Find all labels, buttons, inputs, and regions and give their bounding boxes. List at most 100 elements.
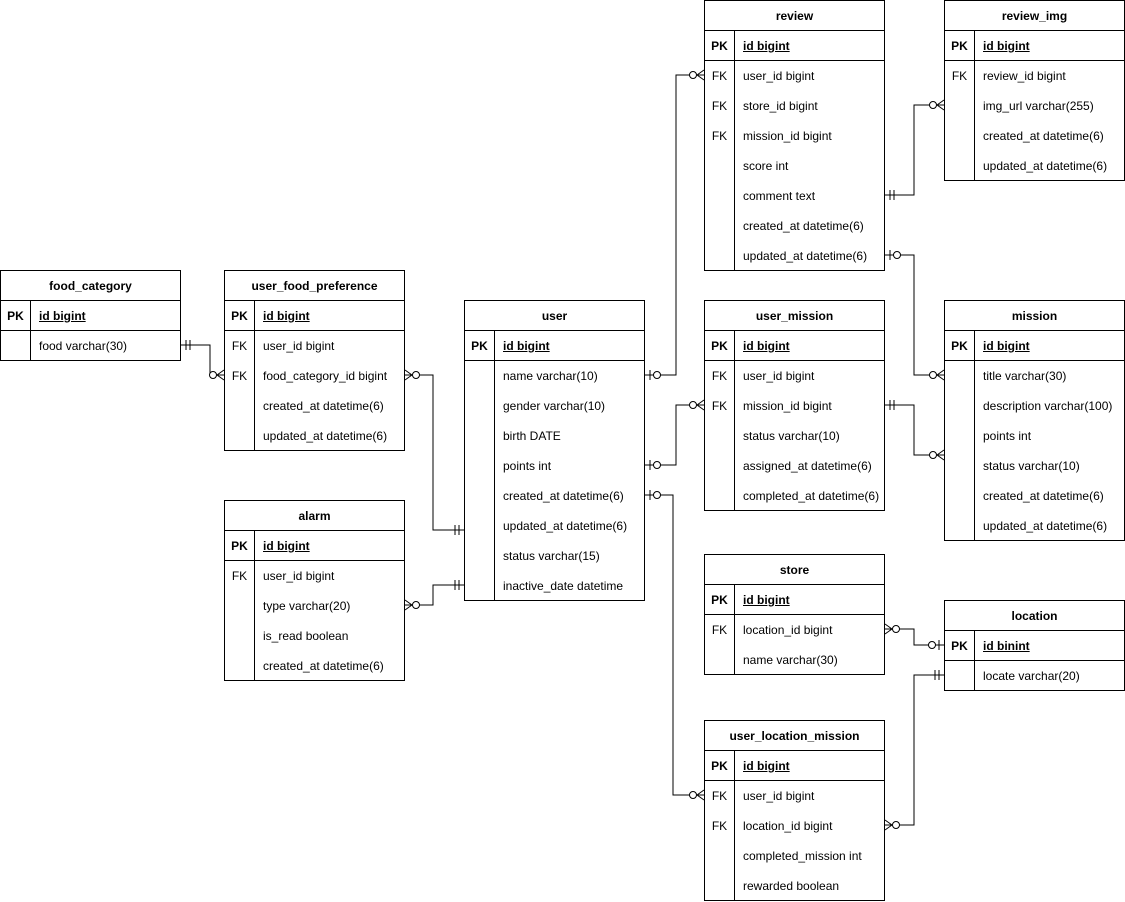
- table-row: img_url varchar(255): [945, 91, 1124, 121]
- table-row: PK id bigint: [705, 751, 884, 781]
- link-user-review: [645, 69, 705, 380]
- table-row: completed_mission int: [705, 841, 884, 871]
- field-label: comment text: [743, 189, 816, 203]
- field-label: id bigint: [503, 339, 550, 353]
- key-label: [705, 421, 734, 451]
- field-label: gender varchar(10): [503, 399, 606, 413]
- table-row: comment text: [705, 181, 884, 211]
- key-label: [225, 621, 254, 651]
- key-label: FK: [711, 369, 728, 383]
- field-label: user_id bigint: [743, 789, 815, 803]
- key-label: [465, 541, 494, 571]
- table-row: FK user_id bigint: [705, 361, 884, 391]
- field-label: status varchar(10): [743, 429, 840, 443]
- key-label: PK: [711, 759, 728, 773]
- table-row: status varchar(10): [945, 451, 1124, 481]
- field-label: user_id bigint: [743, 69, 815, 83]
- field-label: user_id bigint: [263, 569, 335, 583]
- link-review-mission: [885, 250, 945, 381]
- field-label: location_id bigint: [743, 819, 833, 833]
- field-label: id bigint: [743, 759, 790, 773]
- key-column-divider: [734, 585, 735, 674]
- field-label: inactive_date datetime: [503, 579, 624, 593]
- field-label: title varchar(30): [983, 369, 1067, 383]
- table-row: FK review_id bigint: [945, 61, 1124, 91]
- table-row: score int: [705, 151, 884, 181]
- table-row: status varchar(10): [705, 421, 884, 451]
- table-title: review_img: [945, 1, 1124, 31]
- field-label: status varchar(10): [983, 459, 1080, 473]
- field-label: store_id bigint: [743, 99, 818, 113]
- table-row: created_at datetime(6): [705, 211, 884, 241]
- field-label: user_id bigint: [263, 339, 335, 353]
- field-label: is_read boolean: [263, 629, 349, 643]
- key-label: [465, 481, 494, 511]
- key-label: [945, 511, 974, 541]
- table-row: status varchar(15): [465, 541, 644, 571]
- key-label: [705, 451, 734, 481]
- key-label: [945, 121, 974, 151]
- key-label: [945, 661, 974, 691]
- table-row: created_at datetime(6): [945, 481, 1124, 511]
- key-label: [945, 151, 974, 181]
- field-label: user_id bigint: [743, 369, 815, 383]
- key-label: [705, 241, 734, 271]
- key-label: [465, 511, 494, 541]
- field-label: created_at datetime(6): [983, 129, 1104, 143]
- table-row: is_read boolean: [225, 621, 404, 651]
- key-column-divider: [30, 301, 31, 360]
- key-label: [945, 91, 974, 121]
- table-row: name varchar(10): [465, 361, 644, 391]
- key-label: PK: [951, 639, 968, 653]
- table-title: food_category: [1, 271, 180, 301]
- key-label: [465, 361, 494, 391]
- table-row: assigned_at datetime(6): [705, 451, 884, 481]
- key-column-divider: [974, 331, 975, 540]
- field-label: description varchar(100): [983, 399, 1113, 413]
- field-label: review_id bigint: [983, 69, 1066, 83]
- table-title: user_mission: [705, 301, 884, 331]
- field-label: updated_at datetime(6): [983, 159, 1108, 173]
- key-label: [705, 481, 734, 511]
- table-row: created_at datetime(6): [945, 121, 1124, 151]
- field-label: updated_at datetime(6): [983, 519, 1108, 533]
- key-label: [465, 391, 494, 421]
- key-column-divider: [254, 301, 255, 450]
- link-food-category-preference: [181, 340, 225, 381]
- table-title: mission: [945, 301, 1124, 331]
- key-column-divider: [974, 631, 975, 690]
- key-label: FK: [951, 69, 968, 83]
- table-row: food varchar(30): [1, 331, 180, 361]
- table-row: birth DATE: [465, 421, 644, 451]
- field-label: id binint: [983, 639, 1030, 653]
- key-label: [945, 391, 974, 421]
- link-alarm-user: [404, 580, 464, 611]
- key-column-divider: [734, 751, 735, 900]
- field-label: food varchar(30): [39, 339, 128, 353]
- table-row: rewarded boolean: [705, 871, 884, 901]
- key-label: PK: [711, 39, 728, 53]
- key-label: PK: [711, 339, 728, 353]
